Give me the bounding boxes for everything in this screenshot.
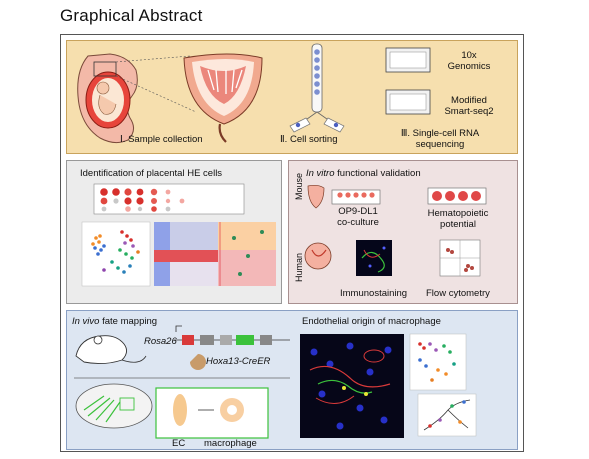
hematopoietic-colonies bbox=[427, 187, 487, 205]
rosa26-label: Rosa26 bbox=[144, 336, 177, 347]
invitro-title: In vitro functional validation bbox=[306, 168, 421, 179]
invitro-panel bbox=[288, 160, 518, 304]
immunostaining-label: Immunostaining bbox=[340, 288, 408, 299]
invivo-title: In vivo fate mapping bbox=[72, 316, 157, 327]
op9-label: OP9-DL1 bbox=[338, 206, 378, 217]
macrophage-label: macrophage bbox=[204, 438, 257, 449]
op9-coculture-well bbox=[331, 189, 381, 205]
tech-smartseq-label: Modified bbox=[451, 95, 487, 106]
hoxa13-creer-label: Hoxa13-CreER bbox=[206, 356, 271, 367]
human-placenta-icon bbox=[304, 242, 332, 270]
tech-10x-label-2: Genomics bbox=[447, 61, 491, 72]
hematopoietic-label: Hematopoietic bbox=[427, 208, 489, 219]
tech-10x-label: 10x bbox=[461, 50, 477, 61]
ec-to-macrophage-box bbox=[155, 387, 269, 439]
trajectory-plot bbox=[417, 393, 477, 437]
flow-cytometry-label: Flow cytometry bbox=[426, 288, 490, 299]
cell-sorting-label: Ⅱ. Cell sorting bbox=[280, 134, 338, 145]
identification-title: Identification of placental HE cells bbox=[80, 168, 223, 179]
invitro-title-italic: In vitro bbox=[306, 168, 335, 179]
scrna-label: Ⅲ. Single-cell RNA bbox=[400, 128, 480, 139]
umap-plot bbox=[81, 221, 151, 287]
endothelial-origin-title: Endothelial origin of macrophage bbox=[302, 316, 441, 327]
flow-cytometry-plot bbox=[439, 239, 481, 277]
dot-plot bbox=[93, 183, 245, 215]
invitro-title-rest: functional validation bbox=[334, 168, 421, 179]
tech-smartseq-label-2: Smart-seq2 bbox=[444, 106, 494, 117]
mouse-placenta-icon bbox=[307, 184, 325, 209]
cell-sorting-illustration bbox=[289, 43, 345, 133]
op9-label-2: co-culture bbox=[337, 217, 379, 228]
tamoxifen-icon bbox=[190, 354, 206, 370]
mouse-illustration bbox=[75, 335, 147, 365]
embryo-illustration bbox=[77, 53, 197, 144]
microscopy-image bbox=[300, 334, 404, 438]
hematopoietic-label-2: potential bbox=[440, 219, 476, 230]
sample-collection-label: Ⅰ. Sample collection bbox=[120, 134, 203, 145]
graphical-abstract-title: Graphical Abstract bbox=[60, 6, 203, 25]
gene-construct bbox=[174, 325, 290, 345]
heatmap bbox=[154, 222, 276, 286]
ec-label: EC bbox=[172, 438, 186, 449]
invivo-title-rest: fate mapping bbox=[99, 316, 158, 327]
immunostaining-image bbox=[356, 240, 392, 276]
placenta-section-illustration bbox=[75, 383, 153, 429]
sample-panel bbox=[66, 40, 518, 154]
scrna-label-2: sequencing bbox=[415, 139, 465, 150]
sequencing-plates-illustration bbox=[385, 47, 431, 115]
placenta-illustration bbox=[183, 53, 263, 143]
invivo-title-italic: In vivo bbox=[72, 316, 100, 327]
tsne-plot bbox=[409, 333, 467, 391]
